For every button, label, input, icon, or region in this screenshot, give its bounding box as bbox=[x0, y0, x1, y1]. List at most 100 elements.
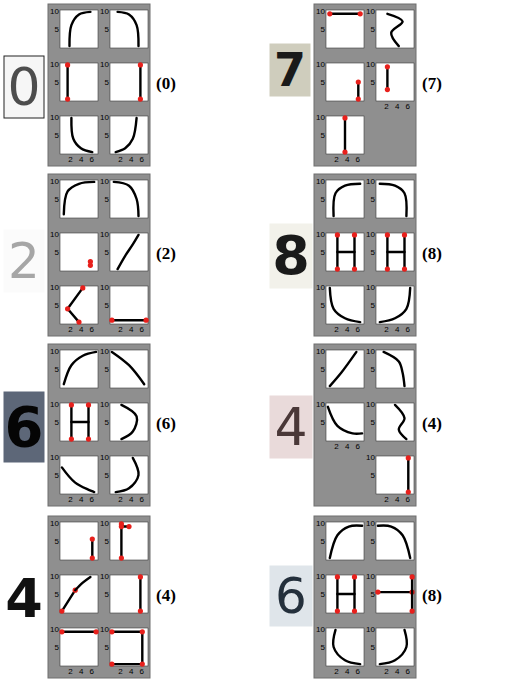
stroke-segment bbox=[378, 526, 410, 558]
y-tick: 5 bbox=[364, 25, 375, 34]
subplot-axes bbox=[326, 575, 364, 613]
digit-image-text: 2 bbox=[4, 230, 44, 292]
x-tick: 2 bbox=[381, 102, 393, 111]
y-tick: 5 bbox=[48, 78, 59, 87]
endpoint-dot bbox=[406, 455, 411, 460]
digit-panel bbox=[270, 344, 416, 506]
endpoint-dot bbox=[352, 574, 357, 579]
endpoint-dot bbox=[138, 97, 143, 102]
subplot-grid bbox=[48, 4, 150, 166]
subplot-axes bbox=[110, 10, 148, 48]
y-tick: 5 bbox=[98, 195, 109, 204]
y-tick: 5 bbox=[98, 590, 109, 599]
y-tick: 10 bbox=[48, 453, 59, 462]
x-tick: 2 bbox=[331, 667, 343, 676]
stroke-segment bbox=[407, 458, 409, 492]
y-tick: 5 bbox=[48, 365, 59, 374]
digit-panel bbox=[270, 516, 416, 678]
stroke-segment bbox=[384, 352, 405, 386]
subplot-axes bbox=[60, 628, 98, 666]
y-tick: 5 bbox=[98, 365, 109, 374]
x-tick: 6 bbox=[136, 155, 148, 164]
digit-image-text: 4 bbox=[270, 396, 312, 458]
x-tick: 6 bbox=[352, 155, 364, 164]
y-tick: 10 bbox=[98, 519, 109, 528]
y-tick: 5 bbox=[98, 301, 109, 310]
digit-image-text: 4 bbox=[4, 568, 44, 630]
y-tick: 5 bbox=[48, 643, 59, 652]
endpoint-dot bbox=[335, 609, 340, 614]
subplot-grid bbox=[48, 174, 150, 336]
class-label: (7) bbox=[422, 74, 462, 94]
endpoint-dot bbox=[109, 318, 114, 323]
subplot-axes bbox=[326, 10, 364, 48]
x-tick: 2 bbox=[65, 495, 77, 504]
subplot-axes bbox=[326, 180, 364, 218]
endpoint-dot bbox=[385, 64, 390, 69]
subplot-axes bbox=[326, 522, 364, 560]
stroke-segment bbox=[328, 407, 362, 434]
stroke-segment bbox=[344, 118, 346, 152]
y-tick: 10 bbox=[98, 177, 109, 186]
subplot-axes bbox=[326, 403, 364, 441]
y-tick: 10 bbox=[364, 453, 375, 462]
subplot-axes bbox=[110, 456, 148, 494]
y-tick: 10 bbox=[98, 230, 109, 239]
subplot-axes bbox=[110, 180, 148, 218]
x-tick: 2 bbox=[331, 442, 343, 451]
stroke-segment bbox=[139, 577, 141, 611]
stroke-segment bbox=[116, 458, 139, 492]
stroke-segment bbox=[112, 632, 142, 664]
x-tick: 6 bbox=[86, 667, 98, 676]
stroke-segment bbox=[330, 13, 360, 15]
y-tick: 10 bbox=[98, 60, 109, 69]
digit-image-text: 6 bbox=[270, 566, 312, 626]
endpoint-dot bbox=[80, 285, 85, 290]
stroke-segment bbox=[64, 182, 94, 214]
y-tick: 10 bbox=[98, 113, 109, 122]
y-tick: 10 bbox=[314, 625, 325, 634]
class-label: (6) bbox=[156, 414, 196, 434]
subplot-axes bbox=[110, 403, 148, 441]
stroke-segment bbox=[333, 630, 360, 664]
class-label: (0) bbox=[156, 74, 196, 94]
endpoint-dot bbox=[88, 263, 93, 268]
y-tick: 5 bbox=[364, 590, 375, 599]
y-tick: 10 bbox=[314, 113, 325, 122]
y-tick: 10 bbox=[364, 283, 375, 292]
y-tick: 5 bbox=[98, 131, 109, 140]
x-tick: 2 bbox=[381, 495, 393, 504]
subplot-grid bbox=[314, 516, 416, 678]
subplot-grid bbox=[314, 174, 416, 336]
subplot-axes bbox=[376, 350, 414, 388]
subplot-axes bbox=[326, 350, 364, 388]
subplot-grid bbox=[48, 516, 150, 678]
y-tick: 10 bbox=[48, 519, 59, 528]
y-tick: 5 bbox=[364, 537, 375, 546]
x-tick: 4 bbox=[75, 155, 87, 164]
y-tick: 5 bbox=[48, 25, 59, 34]
subplot-axes bbox=[110, 350, 148, 388]
class-label: (8) bbox=[422, 244, 462, 264]
endpoint-dot bbox=[119, 556, 124, 561]
y-tick: 5 bbox=[364, 418, 375, 427]
stroke-segment bbox=[386, 67, 388, 90]
digit-image-text: 6 bbox=[4, 392, 44, 462]
digit-image-text: 0 bbox=[4, 56, 44, 118]
digit-thumbnail bbox=[270, 44, 310, 96]
stroke-segment bbox=[91, 539, 93, 558]
digit-thumbnail bbox=[4, 56, 44, 118]
stroke-segment bbox=[112, 352, 144, 384]
y-tick: 10 bbox=[48, 113, 59, 122]
stroke-segment bbox=[118, 12, 139, 46]
y-tick: 10 bbox=[48, 60, 59, 69]
endpoint-dot bbox=[119, 524, 124, 529]
y-tick: 10 bbox=[48, 400, 59, 409]
digit-thumbnail bbox=[4, 392, 44, 462]
subplot-axes bbox=[110, 116, 148, 154]
subplot-axes bbox=[376, 575, 414, 613]
stroke-segment bbox=[330, 526, 362, 558]
endpoint-dot bbox=[385, 267, 390, 272]
endpoint-dot bbox=[144, 318, 149, 323]
stroke-segment bbox=[330, 288, 360, 322]
